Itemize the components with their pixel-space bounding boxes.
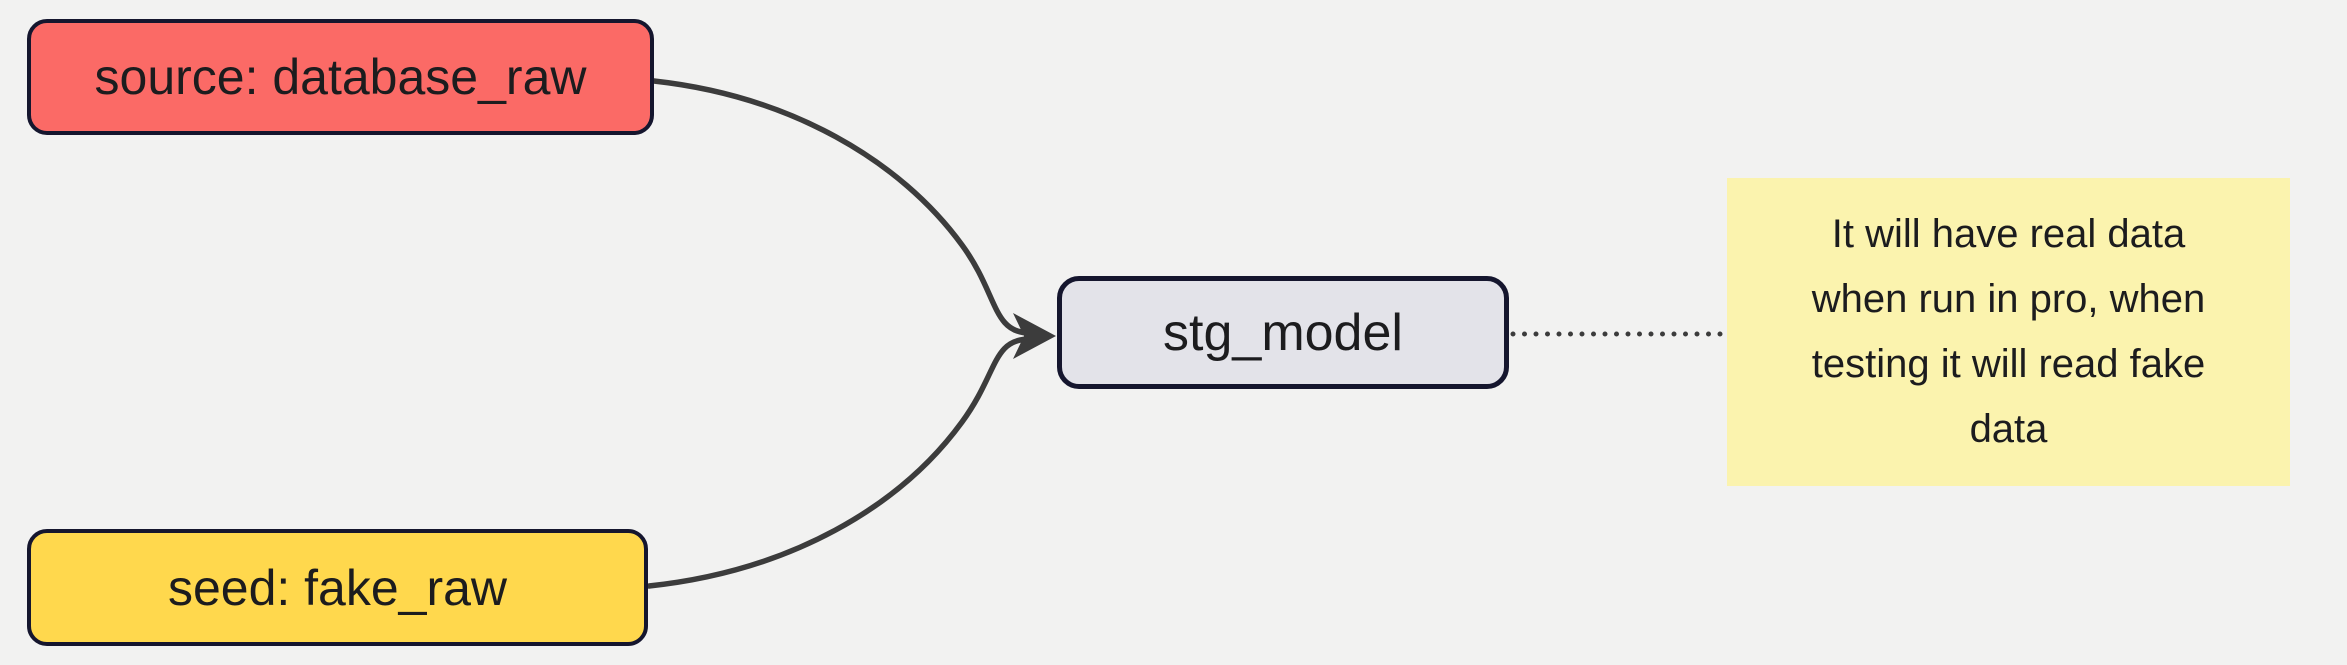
node-seed-label: seed: fake_raw bbox=[167, 559, 508, 616]
edge-source-to-stg bbox=[651, 78, 1033, 336]
node-source-database-raw: source: database_raw bbox=[27, 19, 654, 135]
node-stg-label: stg_model bbox=[1163, 303, 1403, 362]
note-line: when run in pro, when bbox=[1811, 277, 2206, 321]
edge-seed-to-stg bbox=[646, 336, 1033, 589]
node-source-label: source: database_raw bbox=[94, 49, 587, 105]
note-annotation: It will have real data when run in pro, … bbox=[1727, 178, 2290, 486]
note-line: testing it will read fake bbox=[1811, 342, 2206, 386]
node-seed-fake-raw: seed: fake_raw bbox=[27, 529, 648, 646]
note-line: data bbox=[1969, 407, 2048, 451]
node-stg-model: stg_model bbox=[1057, 276, 1509, 389]
note-line: It will have real data bbox=[1831, 212, 2186, 256]
arrowhead-icon bbox=[1013, 313, 1056, 359]
